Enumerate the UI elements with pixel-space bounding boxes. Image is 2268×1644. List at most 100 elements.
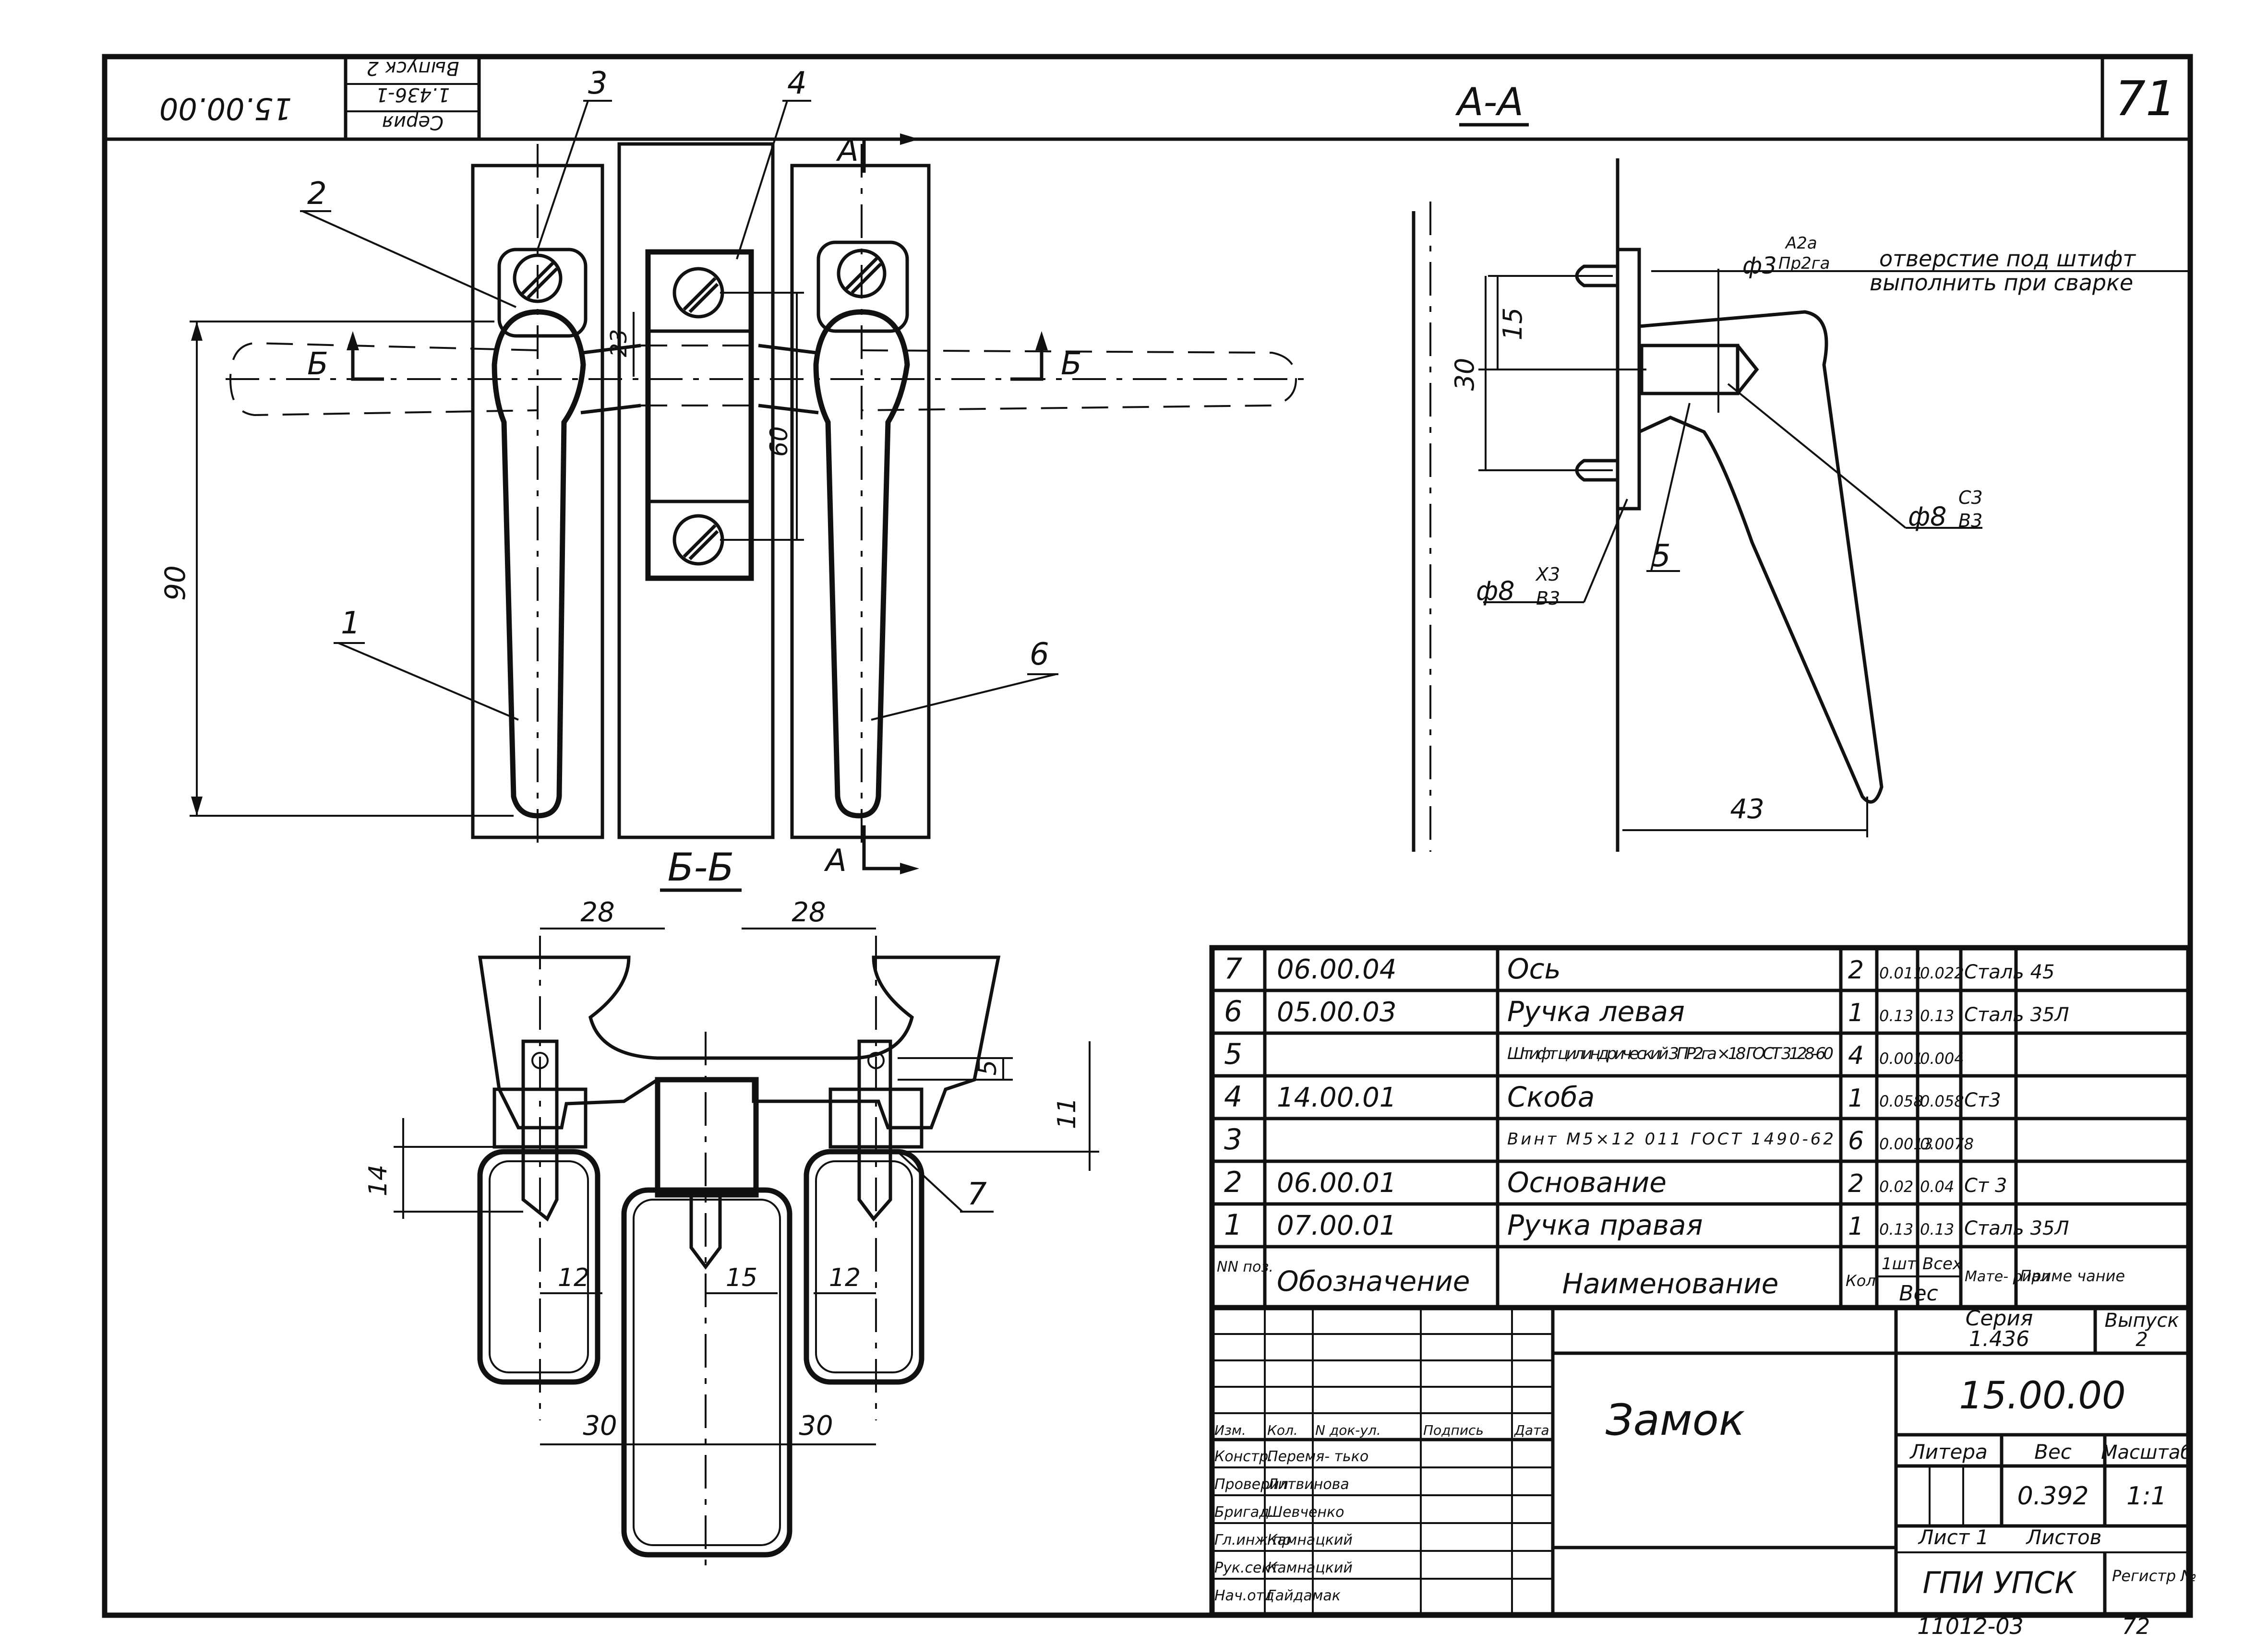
section-mark-a-top: А [836,133,859,168]
sheet-frame [102,54,2193,1618]
dim-90: 90 [159,565,192,601]
bom-header-material: Мате- риал [1965,1268,2050,1285]
bom-header-name: Наименование [1562,1267,1779,1300]
tb-sheets: Листов [2026,1525,2102,1549]
tb-series-label: Серия [1966,1306,2033,1331]
bom-cell-qty: 4 [1848,1041,1864,1070]
bom-cell-name: Скоба [1507,1081,1595,1113]
tb-litera-label: Литера [1909,1440,1988,1464]
bom-cell-pos: 2 [1224,1166,1242,1199]
phi8-left-bottom: В3 [1536,588,1560,609]
tb-role-name: Перемя- тько [1267,1448,1368,1465]
tb-role-role: Констр. [1214,1448,1273,1465]
bb-body-hatched [478,955,1001,1130]
bom-cell-designation: 07.00.01 [1277,1210,1396,1241]
tb-scale-value: 1:1 [2126,1482,2167,1511]
tb-issue-value: 2 [2136,1329,2148,1351]
bom-cell-material: Ст 3 [1964,1175,2007,1197]
phi3-fit-bottom: Пр2га [1778,254,1830,273]
tb-head-izm: Изм. [1214,1422,1246,1438]
tb-head-ndoc: N док-ул. [1315,1422,1381,1438]
bom-cell-pos: 4 [1224,1080,1242,1114]
dim-bb-15: 15 [726,1263,757,1292]
callout-4: 4 [787,66,807,101]
bom-header-note: Приме чание [2020,1267,2125,1285]
bom-header-pos: NN поз. [1217,1259,1273,1275]
callout-5: 5 [1651,538,1671,574]
handle-section-hatched [1637,310,1884,804]
tb-head-date: Дата [1513,1422,1549,1438]
bom-cell-designation: 06.00.04 [1277,954,1396,985]
dim-bb-12-right: 12 [829,1263,861,1292]
bom-cell-w1: 0.02 [1879,1178,1913,1196]
bom-cell-qty: 6 [1848,1127,1864,1156]
bom-cell-name: Винт М5×12 011 ГОСТ 1490-62 [1507,1130,1834,1149]
callout-7: 7 [967,1177,987,1212]
bom-cell-w1: 0.011 [1879,964,1923,982]
bom-cell-name: Штифт цилиндрический 3ПР2га ×18 ГОСТ 312… [1507,1044,1834,1063]
dim-bb-14: 14 [364,1165,393,1196]
corner-stamp: 15.00.00 Серия 1.436-1 Выпуск 2 [103,55,481,141]
bom-cell-w1: 0.0013 [1879,1135,1933,1153]
corner-series-value: 1.436-1 [376,83,450,106]
section-aa-title: А-А [1455,80,1524,124]
front-view: 90 23 60 Б Б А А 2 3 4 1 [159,66,1306,879]
sheet-number-box [2100,55,2192,141]
dim-aa-15: 15 [1498,308,1528,341]
bom-cell-wall: 0.022 [1920,964,1964,982]
section-mark-b-right: Б [1061,346,1082,382]
phi8-right: ф8 [1908,501,1947,532]
tb-role-role: Нач.отд [1214,1587,1274,1604]
corner-designation: 15.00.00 [159,91,292,126]
section-aa-view: А-А 15 30 43 ф3 А2а Пр2га отвер [1412,80,2189,852]
bom-cell-wall: 0.058 [1920,1092,1964,1110]
bom-cell-qty: 1 [1848,1084,1864,1113]
tb-head-kol: Кол. [1267,1422,1298,1438]
callout-3: 3 [588,66,608,101]
bom-header-qty: Кол [1846,1272,1876,1290]
tb-role-name: Камнацкий [1267,1532,1353,1549]
phi8-right-top: С3 [1958,487,1983,508]
bottom-page: 72 [2122,1613,2150,1639]
bom-cell-name: Ось [1507,953,1561,985]
bom-header-weight: Вес [1899,1281,1938,1306]
tb-org: ГПИ УПСК [1923,1565,2077,1600]
tb-role-name: Гайдамак [1267,1587,1341,1604]
bom-cell-pos: 6 [1224,995,1242,1028]
bom-cell-name: Основание [1507,1166,1667,1199]
corner-series: Серия [382,111,444,133]
tb-weight-label: Вес [2034,1440,2072,1464]
bom-cell-designation: 06.00.01 [1277,1167,1396,1199]
callout-2: 2 [307,176,327,212]
bom-cell-w1: 0.001 [1879,1049,1923,1068]
bom-cell-pos: 7 [1224,952,1242,986]
bom-cell-designation: 14.00.01 [1277,1082,1396,1113]
bom-cell-designation: 05.00.03 [1277,997,1396,1028]
tb-designation: 15.00.00 [1959,1374,2125,1418]
bom-cell-name: Ручка правая [1507,1209,1703,1241]
sheet-number: 71 [2115,71,2176,127]
bom-cell-material: Сталь 35Л [1964,1217,2069,1239]
tb-role-name: Литвинова [1267,1476,1349,1493]
bom-cell-material: Сталь 35Л [1964,1004,2069,1026]
tb-role-name: Камнацкий [1267,1560,1353,1576]
phi8-left-top: Х3 [1535,564,1560,585]
hole-note-line1: отверстие под штифт [1879,246,2136,272]
dim-bb-5: 5 [973,1060,1002,1075]
tb-reg-label: Регистр № [2112,1567,2197,1585]
bom-cell-wall: 0.13 [1920,1007,1954,1025]
callout-1: 1 [341,606,360,641]
dim-bb-12-left: 12 [558,1263,589,1292]
phi8-left: ф8 [1476,576,1515,606]
bom-cell-w1: 0.13 [1879,1007,1913,1025]
dim-bb-11: 11 [1053,1097,1081,1129]
section-mark-a-bottom: А [824,843,847,879]
callout-6: 6 [1030,637,1049,672]
tb-series-value: 1.436 [1969,1327,2029,1351]
title-block: Серия 1.436 Выпуск 2 Замок 15.00.00 Лите… [1209,1305,2197,1618]
bom-cell-wall: 0.004 [1920,1049,1964,1068]
section-mark-b-left: Б [307,346,328,382]
tb-role-role: Гл.инж пр [1214,1532,1291,1549]
dim-23: 23 [606,329,632,357]
